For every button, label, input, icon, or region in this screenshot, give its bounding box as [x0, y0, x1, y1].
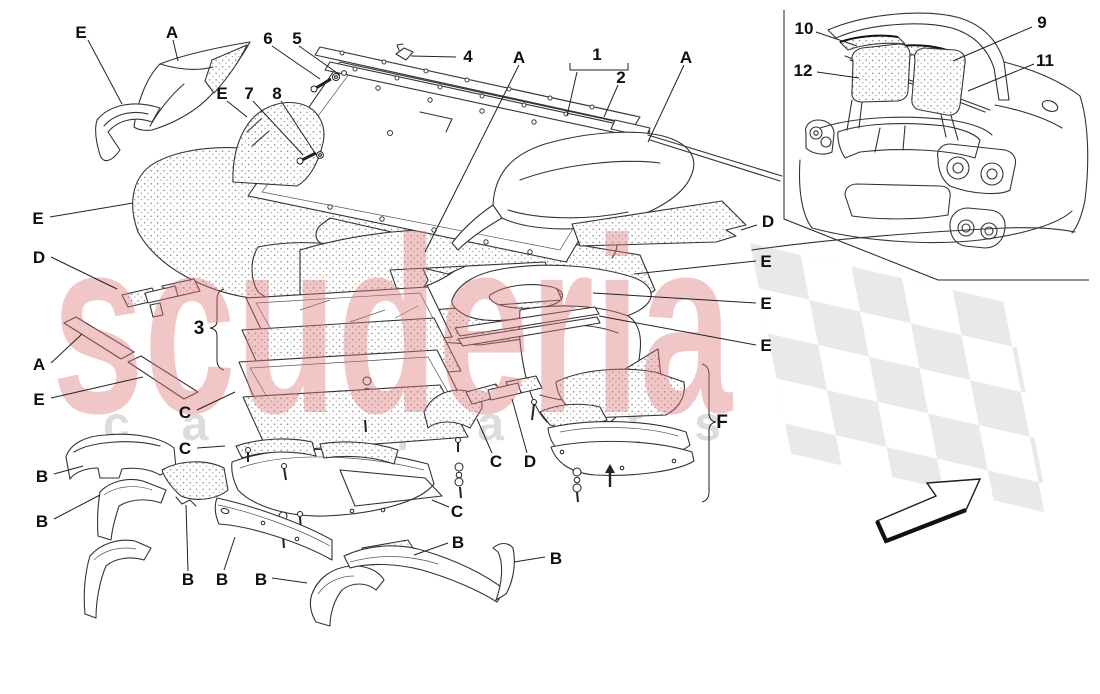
part-b-shell [65, 433, 177, 480]
callout-11-37: 11 [1036, 51, 1054, 70]
part-b-arch-center [309, 565, 385, 627]
callout-C-24: C [451, 502, 463, 521]
stack-group-3 [209, 286, 469, 453]
exploded-parts [63, 41, 783, 627]
part-d-strip [571, 200, 747, 247]
callout-1-6: 1 [592, 45, 601, 64]
part-b-saddle-pad [161, 461, 229, 507]
callout-A-1: A [166, 23, 178, 42]
part-f-group [531, 348, 717, 503]
part-e-thin-strips [454, 306, 601, 347]
callout-E-16: E [33, 390, 44, 409]
callout-E-9: E [216, 84, 227, 103]
callout-A-8: A [680, 48, 692, 67]
callout-E-31: E [760, 294, 771, 313]
part-a-strip [63, 316, 135, 360]
car-rear-sketch [751, 12, 1089, 251]
callout-3-14: 3 [194, 318, 205, 339]
callout-9-35: 9 [1037, 13, 1046, 32]
screws-5-6 [310, 70, 347, 93]
callout-E-12: E [32, 209, 43, 228]
part-b-arch-small [97, 478, 167, 541]
callout-B-17: B [36, 467, 48, 486]
part-a-lid-pad [133, 41, 251, 131]
callout-D-13: D [33, 248, 45, 267]
callout-B-28: B [550, 549, 562, 568]
callout-B-18: B [36, 512, 48, 531]
callout-A-5: A [513, 48, 525, 67]
part-b-bumper-right [343, 539, 515, 603]
callout-5-3: 5 [292, 29, 301, 48]
callout-4-4: 4 [463, 47, 473, 66]
part-c-under-tray [231, 438, 443, 549]
callout-12-36: 12 [794, 61, 813, 80]
brace-f [701, 363, 717, 503]
screws-7-8 [296, 151, 324, 165]
part-e-dome-pad [232, 101, 325, 187]
callout-C-20: C [179, 439, 191, 458]
callout-B-21: B [182, 570, 194, 589]
callout-F-33: F [716, 412, 728, 433]
callout-B-23: B [255, 570, 267, 589]
callout-B-22: B [216, 570, 228, 589]
callout-E-30: E [760, 252, 771, 271]
pad-11 [911, 47, 966, 116]
part-a-pad-right [451, 131, 695, 251]
thin-edge-strip [647, 134, 783, 182]
part-d-clip-2 [465, 375, 543, 405]
callout-C-25: C [490, 452, 502, 471]
callout-B-27: B [452, 533, 464, 552]
part-d-clip [121, 278, 201, 318]
part-clip-4 [395, 43, 414, 61]
callout-E-32: E [760, 336, 771, 355]
part-rail-assembly [314, 46, 651, 140]
callout-6-2: 6 [263, 29, 272, 48]
inset-border [783, 10, 1089, 281]
part-b-arch-small-2 [83, 539, 152, 619]
callout-C-19: C [179, 403, 191, 422]
callout-D-26: D [524, 452, 536, 471]
callout-10-34: 10 [795, 19, 814, 38]
leader-lines [49, 26, 1035, 584]
callout-A-15: A [33, 355, 45, 374]
part-e-channel-strip [95, 103, 161, 162]
callout-2-7: 2 [616, 68, 625, 87]
pad-12 [851, 43, 911, 103]
checkered-flag-motif [750, 242, 1050, 514]
direction-arrow-icon [875, 478, 982, 544]
callout-7-10: 7 [244, 84, 253, 103]
brace-3 [209, 288, 225, 371]
callout-E-0: E [75, 23, 86, 42]
part-e-strip [127, 355, 199, 400]
car-inset [751, 10, 1089, 281]
watermark-scuderia: scuderia [52, 186, 733, 465]
part-b-endcap [492, 542, 515, 601]
part-b-bumper-bar [214, 497, 333, 561]
callout-D-29: D [762, 212, 774, 231]
bracket-1 [569, 63, 629, 71]
callout-8-11: 8 [272, 84, 281, 103]
